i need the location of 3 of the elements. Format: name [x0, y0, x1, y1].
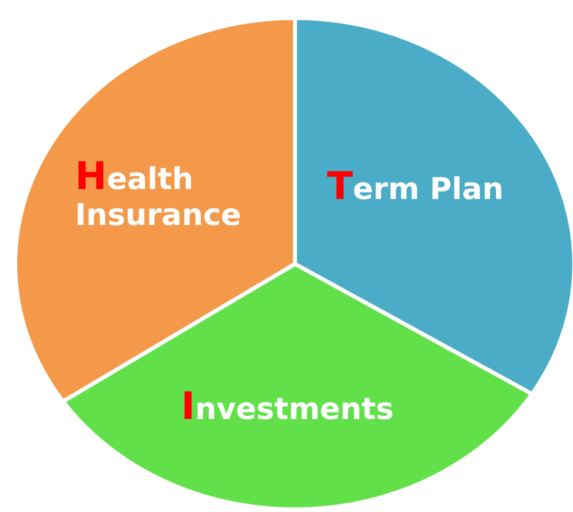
slice-label: Investments — [181, 388, 395, 428]
slice-label: Health Insurance — [75, 158, 242, 234]
slice-label: Term Plan — [327, 168, 505, 208]
